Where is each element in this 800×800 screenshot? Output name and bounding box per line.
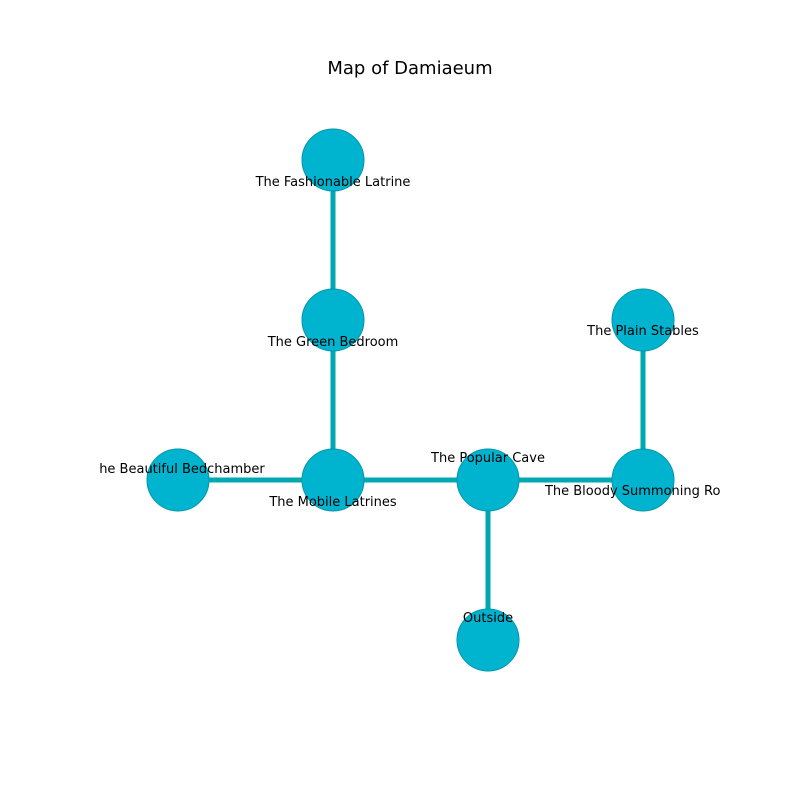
node-fashionable-latrine <box>301 128 365 192</box>
node-label-beautiful-bedchamber: The Beautiful Bedchamber <box>90 462 265 477</box>
map-title: Map of Damiaeum <box>327 58 492 79</box>
node-label-mobile-latrines: The Mobile Latrines <box>268 495 397 510</box>
node-label-outside: Outside <box>463 611 513 626</box>
node-label-green-bedroom: The Green Bedroom <box>267 335 399 350</box>
node-popular-cave <box>456 448 520 512</box>
nodes-layer <box>146 128 675 672</box>
node-label-plain-stables: The Plain Stables <box>586 324 699 339</box>
node-beautiful-bedchamber <box>146 448 210 512</box>
edges-layer <box>178 160 646 640</box>
node-plain-stables <box>611 288 675 352</box>
node-mobile-latrines <box>301 448 365 512</box>
node-label-bloody-summoning-room: The Bloody Summoning Room <box>544 484 741 499</box>
node-bloody-summoning-room <box>611 448 675 512</box>
node-label-popular-cave: The Popular Cave <box>430 451 545 466</box>
node-green-bedroom <box>301 288 365 352</box>
node-outside <box>456 608 520 672</box>
node-label-fashionable-latrine: The Fashionable Latrine <box>255 175 411 190</box>
